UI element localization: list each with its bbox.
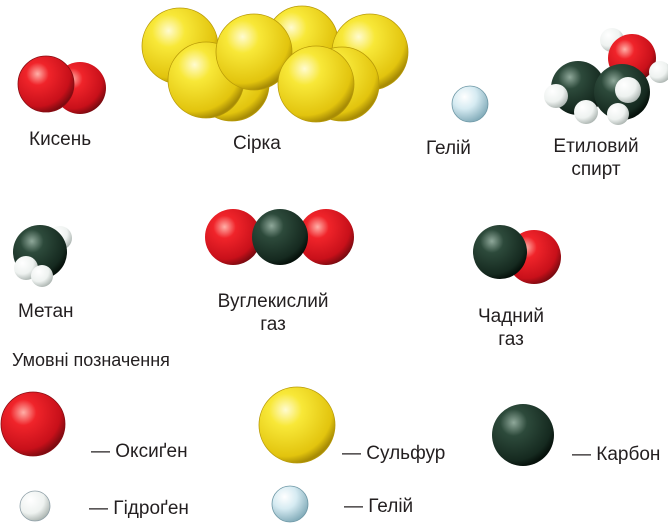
legend-title: Умовні позначення [12,350,170,370]
sulfur-atom [215,13,293,91]
carbon-atom [473,225,527,279]
oxygen-atom [205,209,261,265]
hydrogen-atom [615,77,641,103]
oxygen-atom [298,209,354,265]
legend-oxygen-swatch [0,391,66,457]
sulfur-atom [277,45,355,123]
oxygen-atom [17,55,75,113]
hydrogen-atom [607,103,629,125]
methane-label: Метан [18,301,74,322]
hydrogen-atom [544,84,568,108]
carbon-atom [252,209,308,265]
methane-molecule-model [13,225,72,287]
ethanol-label-line2: спирт [571,159,621,180]
helium-label: Гелій [426,138,471,159]
legend-helium-swatch [271,485,309,523]
carbon-dioxide-label-line1: Вуглекислий [217,291,329,312]
hydrogen-atom [649,61,668,83]
hydrogen-atom [31,265,53,287]
carbon-dioxide-molecule-model [205,209,354,265]
helium-atom-model [451,85,489,123]
sulfur-label: Сірка [233,133,281,154]
sulfur-molecule-model [141,5,409,123]
legend-helium-label: — Гелій [344,496,414,517]
legend-carbon-label: — Карбон [572,444,661,465]
carbon-dioxide-label: Вуглекислий газ [198,290,348,336]
carbon-monoxide-molecule-model [473,225,561,284]
ethanol-label: Етиловий спирт [536,135,656,181]
legend-sulfur-swatch [258,386,336,464]
legend-carbon-swatch [492,404,554,466]
carbon-monoxide-label-line2: газ [498,329,524,350]
legend-hydrogen-label: — Гідроґен [89,498,189,519]
carbon-monoxide-label-line1: Чадний [477,306,545,327]
carbon-monoxide-label: Чадний газ [456,305,566,351]
oxygen-molecule-model [17,55,106,114]
carbon-dioxide-label-line2: газ [260,314,286,335]
hydrogen-atom [574,100,598,124]
legend-hydrogen-swatch [19,490,51,522]
legend-sulfur-label: — Сульфур [342,443,446,464]
ethanol-label-line1: Етиловий [553,136,639,157]
legend-oxygen-label: — Оксиґен [91,441,188,462]
oxygen-label: Кисень [29,129,92,150]
ethanol-molecule-model [544,28,668,125]
